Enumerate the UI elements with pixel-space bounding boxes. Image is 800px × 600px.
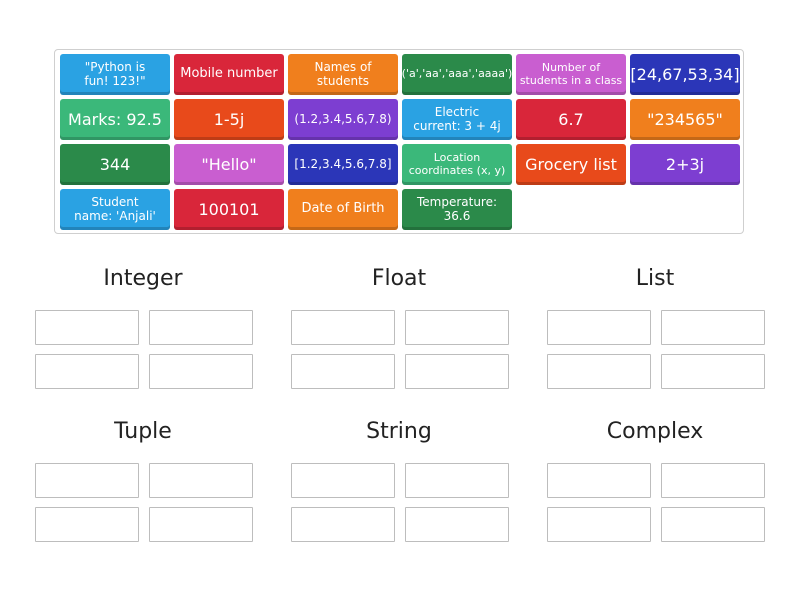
drop-box-list-4[interactable]: [661, 354, 765, 389]
tile-grocery-list[interactable]: Grocery list: [516, 144, 626, 185]
drop-box-tuple-2[interactable]: [149, 463, 253, 498]
tile-marks[interactable]: Marks: 92.5: [60, 99, 170, 140]
drop-box-float-4[interactable]: [405, 354, 509, 389]
drop-box-string-2[interactable]: [405, 463, 509, 498]
group-label-list: List: [635, 266, 675, 291]
tile-temperature[interactable]: Temperature: 36.6: [402, 189, 512, 230]
drop-box-list-2[interactable]: [661, 310, 765, 345]
drop-box-complex-1[interactable]: [547, 463, 651, 498]
group-label-complex: Complex: [606, 419, 704, 444]
tile-1-5j[interactable]: 1-5j: [174, 99, 284, 140]
drop-box-tuple-4[interactable]: [149, 507, 253, 542]
drop-box-tuple-1[interactable]: [35, 463, 139, 498]
tile-student-name[interactable]: Student name: 'Anjali': [60, 189, 170, 230]
drop-box-float-1[interactable]: [291, 310, 395, 345]
drop-box-integer-4[interactable]: [149, 354, 253, 389]
drop-box-integer-1[interactable]: [35, 310, 139, 345]
tile-int-list[interactable]: [24,67,53,34]: [630, 54, 740, 95]
drop-box-integer-2[interactable]: [149, 310, 253, 345]
tile-2-3j[interactable]: 2+3j: [630, 144, 740, 185]
tile-6-7[interactable]: 6.7: [516, 99, 626, 140]
tile-mobile-number[interactable]: Mobile number: [174, 54, 284, 95]
tile-names-of-students[interactable]: Names of students: [288, 54, 398, 95]
tile-float-tuple[interactable]: (1.2,3.4,5.6,7.8): [288, 99, 398, 140]
tile-number-of-students[interactable]: Number of students in a class: [516, 54, 626, 95]
drop-box-complex-2[interactable]: [661, 463, 765, 498]
drop-box-string-1[interactable]: [291, 463, 395, 498]
drop-box-integer-3[interactable]: [35, 354, 139, 389]
drop-box-float-3[interactable]: [291, 354, 395, 389]
tile-234565-string[interactable]: "234565": [630, 99, 740, 140]
tile-100101[interactable]: 100101: [174, 189, 284, 230]
group-label-float: Float: [371, 266, 427, 291]
tile-python-is-fun[interactable]: "Python is fun! 123!": [60, 54, 170, 95]
tile-float-list[interactable]: [1.2,3.4,5.6,7.8]: [288, 144, 398, 185]
drop-box-string-3[interactable]: [291, 507, 395, 542]
group-label-integer: Integer: [103, 266, 183, 291]
drop-box-complex-4[interactable]: [661, 507, 765, 542]
drop-box-string-4[interactable]: [405, 507, 509, 542]
tile-location-coordinates[interactable]: Location coordinates (x, y): [402, 144, 512, 185]
group-label-tuple: Tuple: [114, 419, 172, 444]
drop-box-list-1[interactable]: [547, 310, 651, 345]
tile-hello[interactable]: "Hello": [174, 144, 284, 185]
drop-box-complex-3[interactable]: [547, 507, 651, 542]
tile-electric-current[interactable]: Electric current: 3 + 4j: [402, 99, 512, 140]
drop-box-list-3[interactable]: [547, 354, 651, 389]
drop-box-float-2[interactable]: [405, 310, 509, 345]
tile-string-tuple[interactable]: ('a','aa','aaa','aaaa'): [402, 54, 512, 95]
group-label-string: String: [366, 419, 432, 444]
tile-344[interactable]: 344: [60, 144, 170, 185]
tile-date-of-birth[interactable]: Date of Birth: [288, 189, 398, 230]
drop-box-tuple-3[interactable]: [35, 507, 139, 542]
